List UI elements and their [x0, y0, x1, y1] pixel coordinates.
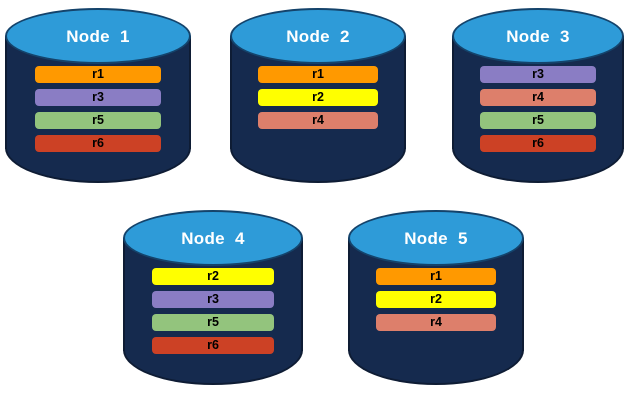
record-bar[interactable]: r1	[258, 66, 378, 83]
record-bar[interactable]: r3	[34, 89, 162, 106]
node-2[interactable]: Node 2 r1 r2 r4	[230, 8, 406, 183]
record-bar[interactable]: r3	[151, 291, 275, 308]
record-bar[interactable]: r5	[479, 112, 597, 129]
cylinder-top: Node 2	[230, 8, 406, 64]
record-label: r2	[430, 292, 442, 307]
cylinder-top: Node 5	[348, 210, 524, 266]
record-bar[interactable]: r5	[151, 314, 275, 331]
record-label: r3	[92, 90, 104, 105]
record-label: r5	[92, 113, 104, 128]
cylinder-bottom	[5, 148, 191, 183]
cylinder-top: Node 1	[5, 8, 191, 64]
record-bar[interactable]: r6	[479, 135, 597, 152]
record-bar[interactable]: r5	[34, 112, 162, 129]
node-3[interactable]: Node 3 r3 r4 r5 r6	[452, 8, 624, 183]
record-bar[interactable]: r2	[258, 89, 378, 106]
record-list: r1 r2 r4	[230, 66, 406, 129]
record-label: r5	[207, 315, 219, 330]
record-list: r3 r4 r5 r6	[452, 66, 624, 152]
record-list: r1 r2 r4	[348, 268, 524, 331]
record-label: r5	[532, 113, 544, 128]
node-4[interactable]: Node 4 r2 r3 r5 r6	[123, 210, 303, 385]
record-bar[interactable]: r6	[151, 337, 275, 354]
record-label: r1	[92, 67, 104, 82]
record-bar[interactable]: r1	[376, 268, 496, 285]
record-label: r6	[207, 338, 219, 353]
cylinder-bottom	[123, 350, 303, 385]
record-bar[interactable]: r4	[376, 314, 496, 331]
record-label: r2	[207, 269, 219, 284]
record-bar[interactable]: r4	[258, 112, 378, 129]
record-list: r2 r3 r5 r6	[123, 268, 303, 354]
cylinder-bottom	[230, 148, 406, 183]
node-label: Node 5	[404, 228, 468, 248]
record-label: r2	[312, 90, 324, 105]
record-label: r1	[430, 269, 442, 284]
node-5[interactable]: Node 5 r1 r2 r4	[348, 210, 524, 385]
node-label: Node 4	[181, 228, 245, 248]
cylinder-top: Node 3	[452, 8, 624, 64]
record-bar[interactable]: r3	[479, 66, 597, 83]
record-list: r1 r3 r5 r6	[5, 66, 191, 152]
record-label: r3	[207, 292, 219, 307]
record-label: r3	[532, 67, 544, 82]
record-bar[interactable]: r1	[34, 66, 162, 83]
record-bar[interactable]: r2	[376, 291, 496, 308]
record-label: r4	[532, 90, 544, 105]
node-1[interactable]: Node 1 r1 r3 r5 r6	[5, 8, 191, 183]
record-label: r1	[312, 67, 324, 82]
record-bar[interactable]: r2	[151, 268, 275, 285]
cylinder-bottom	[452, 148, 624, 183]
node-label: Node 1	[66, 26, 130, 46]
node-label: Node 3	[506, 26, 570, 46]
record-bar[interactable]: r4	[479, 89, 597, 106]
record-label: r4	[312, 113, 324, 128]
cylinder-bottom	[348, 350, 524, 385]
record-label: r6	[92, 136, 104, 151]
record-label: r6	[532, 136, 544, 151]
cylinder-top: Node 4	[123, 210, 303, 266]
node-label: Node 2	[286, 26, 350, 46]
record-label: r4	[430, 315, 442, 330]
record-bar[interactable]: r6	[34, 135, 162, 152]
